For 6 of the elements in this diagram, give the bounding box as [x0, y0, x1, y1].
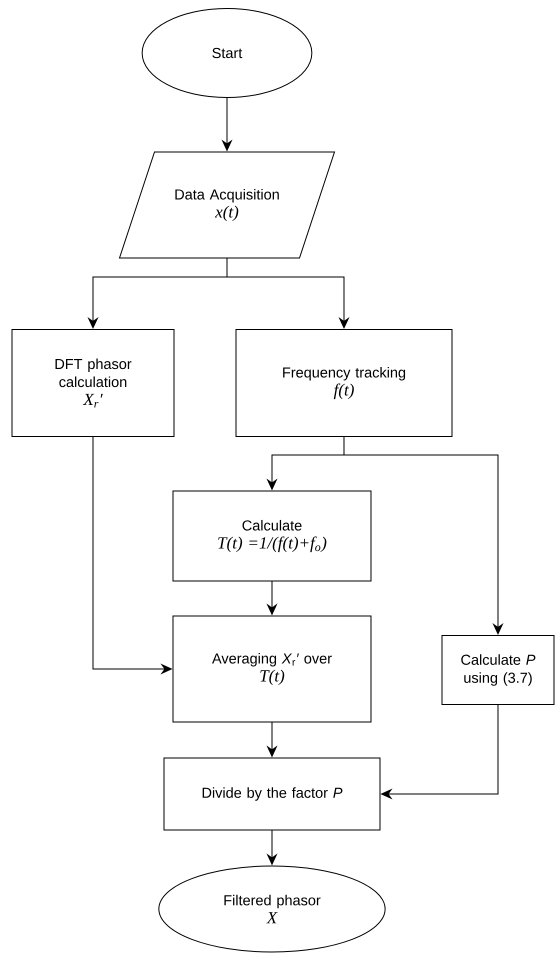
- process-box: Calculate T(t) =1/(f(t)+f$_{o}$): [172, 490, 372, 582]
- process-box: Frequency tracking f(t): [236, 329, 452, 437]
- process-box: DFT phasor calculation X$_{r}$′: [12, 329, 174, 437]
- process-box: Divide by the factor P: [164, 758, 380, 830]
- process-box: Calculate P using (3.7): [442, 635, 554, 705]
- process-box: Averaging X$_{r}$′ over T(t): [172, 616, 372, 722]
